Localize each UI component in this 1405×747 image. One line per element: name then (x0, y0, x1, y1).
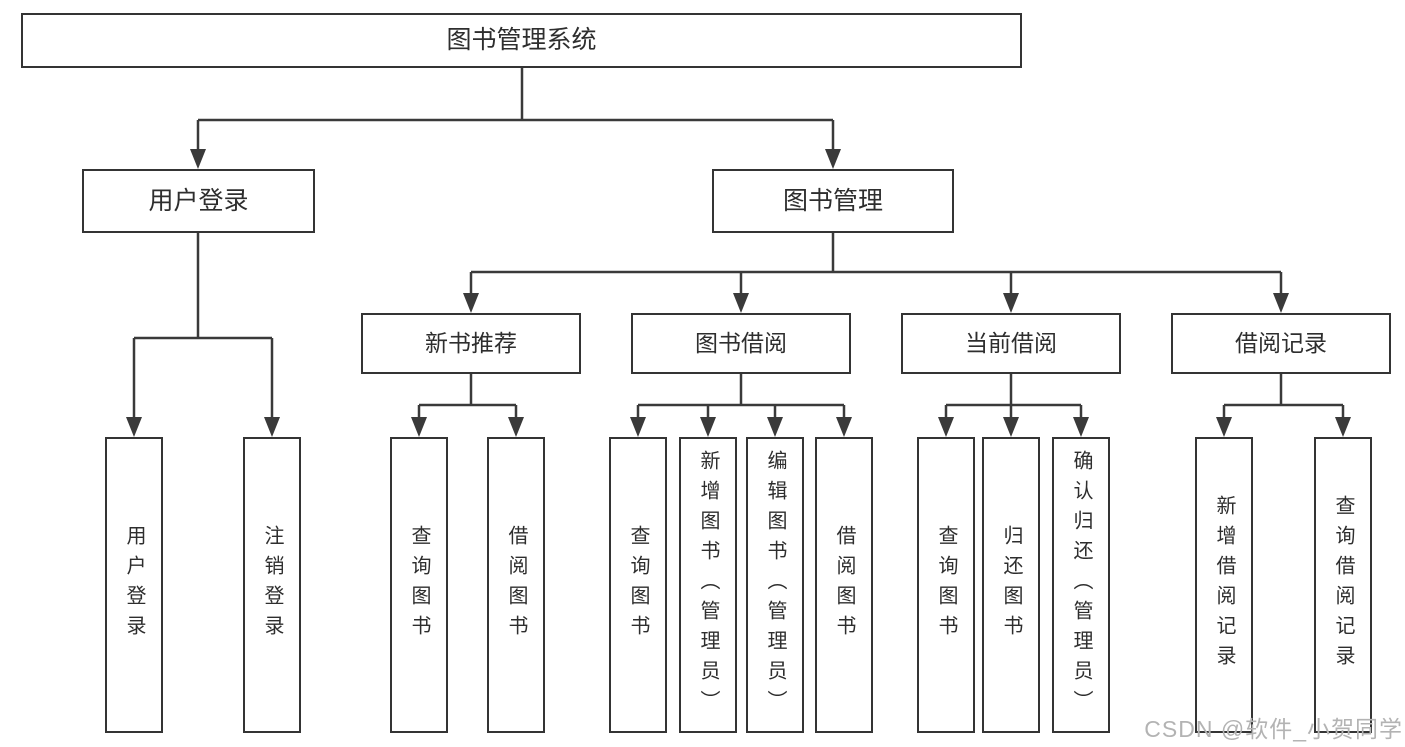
leaf-query-books-current: 查询图书 (917, 437, 975, 733)
node-label: 借阅图书 (505, 525, 527, 645)
csdn-watermark: CSDN @软件_小贺同学 (1144, 716, 1403, 742)
leaf-query-books-borrowing: 查询图书 (609, 437, 667, 733)
node-borrowing-records: 借阅记录 (1171, 313, 1391, 374)
node-label: 借阅记录 (1235, 330, 1327, 356)
node-label: 查询图书 (935, 525, 957, 645)
node-current-borrowing: 当前借阅 (901, 313, 1121, 374)
leaf-add-borrow-record: 新增借阅记录 (1195, 437, 1253, 733)
leaf-query-borrow-record: 查询借阅记录 (1314, 437, 1372, 733)
node-label: 图书管理 (782, 186, 883, 215)
leaf-edit-book-admin: 编辑图书（管理员） (746, 437, 804, 733)
node-label: 确认归还（管理员） (1070, 450, 1092, 720)
tree-edges (132, 68, 1345, 420)
node-label: 借阅图书 (833, 525, 855, 645)
node-user-login-branch: 用户登录 (82, 169, 315, 233)
leaf-confirm-return-admin: 确认归还（管理员） (1052, 437, 1110, 733)
node-label: 查询图书 (627, 525, 649, 645)
node-label: 当前借阅 (965, 330, 1057, 356)
leaf-return-books: 归还图书 (982, 437, 1040, 733)
node-book-management: 图书管理 (712, 169, 954, 233)
node-label: 查询借阅记录 (1332, 495, 1354, 675)
leaf-logout-login: 注销登录 (243, 437, 301, 733)
node-label: 新书推荐 (425, 330, 517, 356)
node-label: 查询图书 (408, 525, 430, 645)
leaf-borrow-books-borrowing: 借阅图书 (815, 437, 873, 733)
node-label: 新增图书（管理员） (697, 450, 719, 720)
node-label: 编辑图书（管理员） (764, 450, 786, 720)
node-label: 图书借阅 (695, 330, 787, 356)
leaf-query-books-recommend: 查询图书 (390, 437, 448, 733)
node-label: 用户登录 (148, 186, 249, 215)
node-label: 注销登录 (261, 525, 283, 645)
arrowhead-icons (126, 149, 1351, 437)
node-label: 用户登录 (123, 525, 145, 645)
node-root-label: 图书管理系统 (446, 26, 597, 54)
leaf-borrow-books-recommend: 借阅图书 (487, 437, 545, 733)
node-label: 新增借阅记录 (1213, 495, 1235, 675)
leaf-add-book-admin: 新增图书（管理员） (679, 437, 737, 733)
node-book-borrowing: 图书借阅 (631, 313, 851, 374)
node-root: 图书管理系统 (21, 13, 1022, 68)
node-label: 归还图书 (1000, 525, 1022, 645)
node-new-book-recommend: 新书推荐 (361, 313, 581, 374)
leaf-user-login: 用户登录 (105, 437, 163, 733)
